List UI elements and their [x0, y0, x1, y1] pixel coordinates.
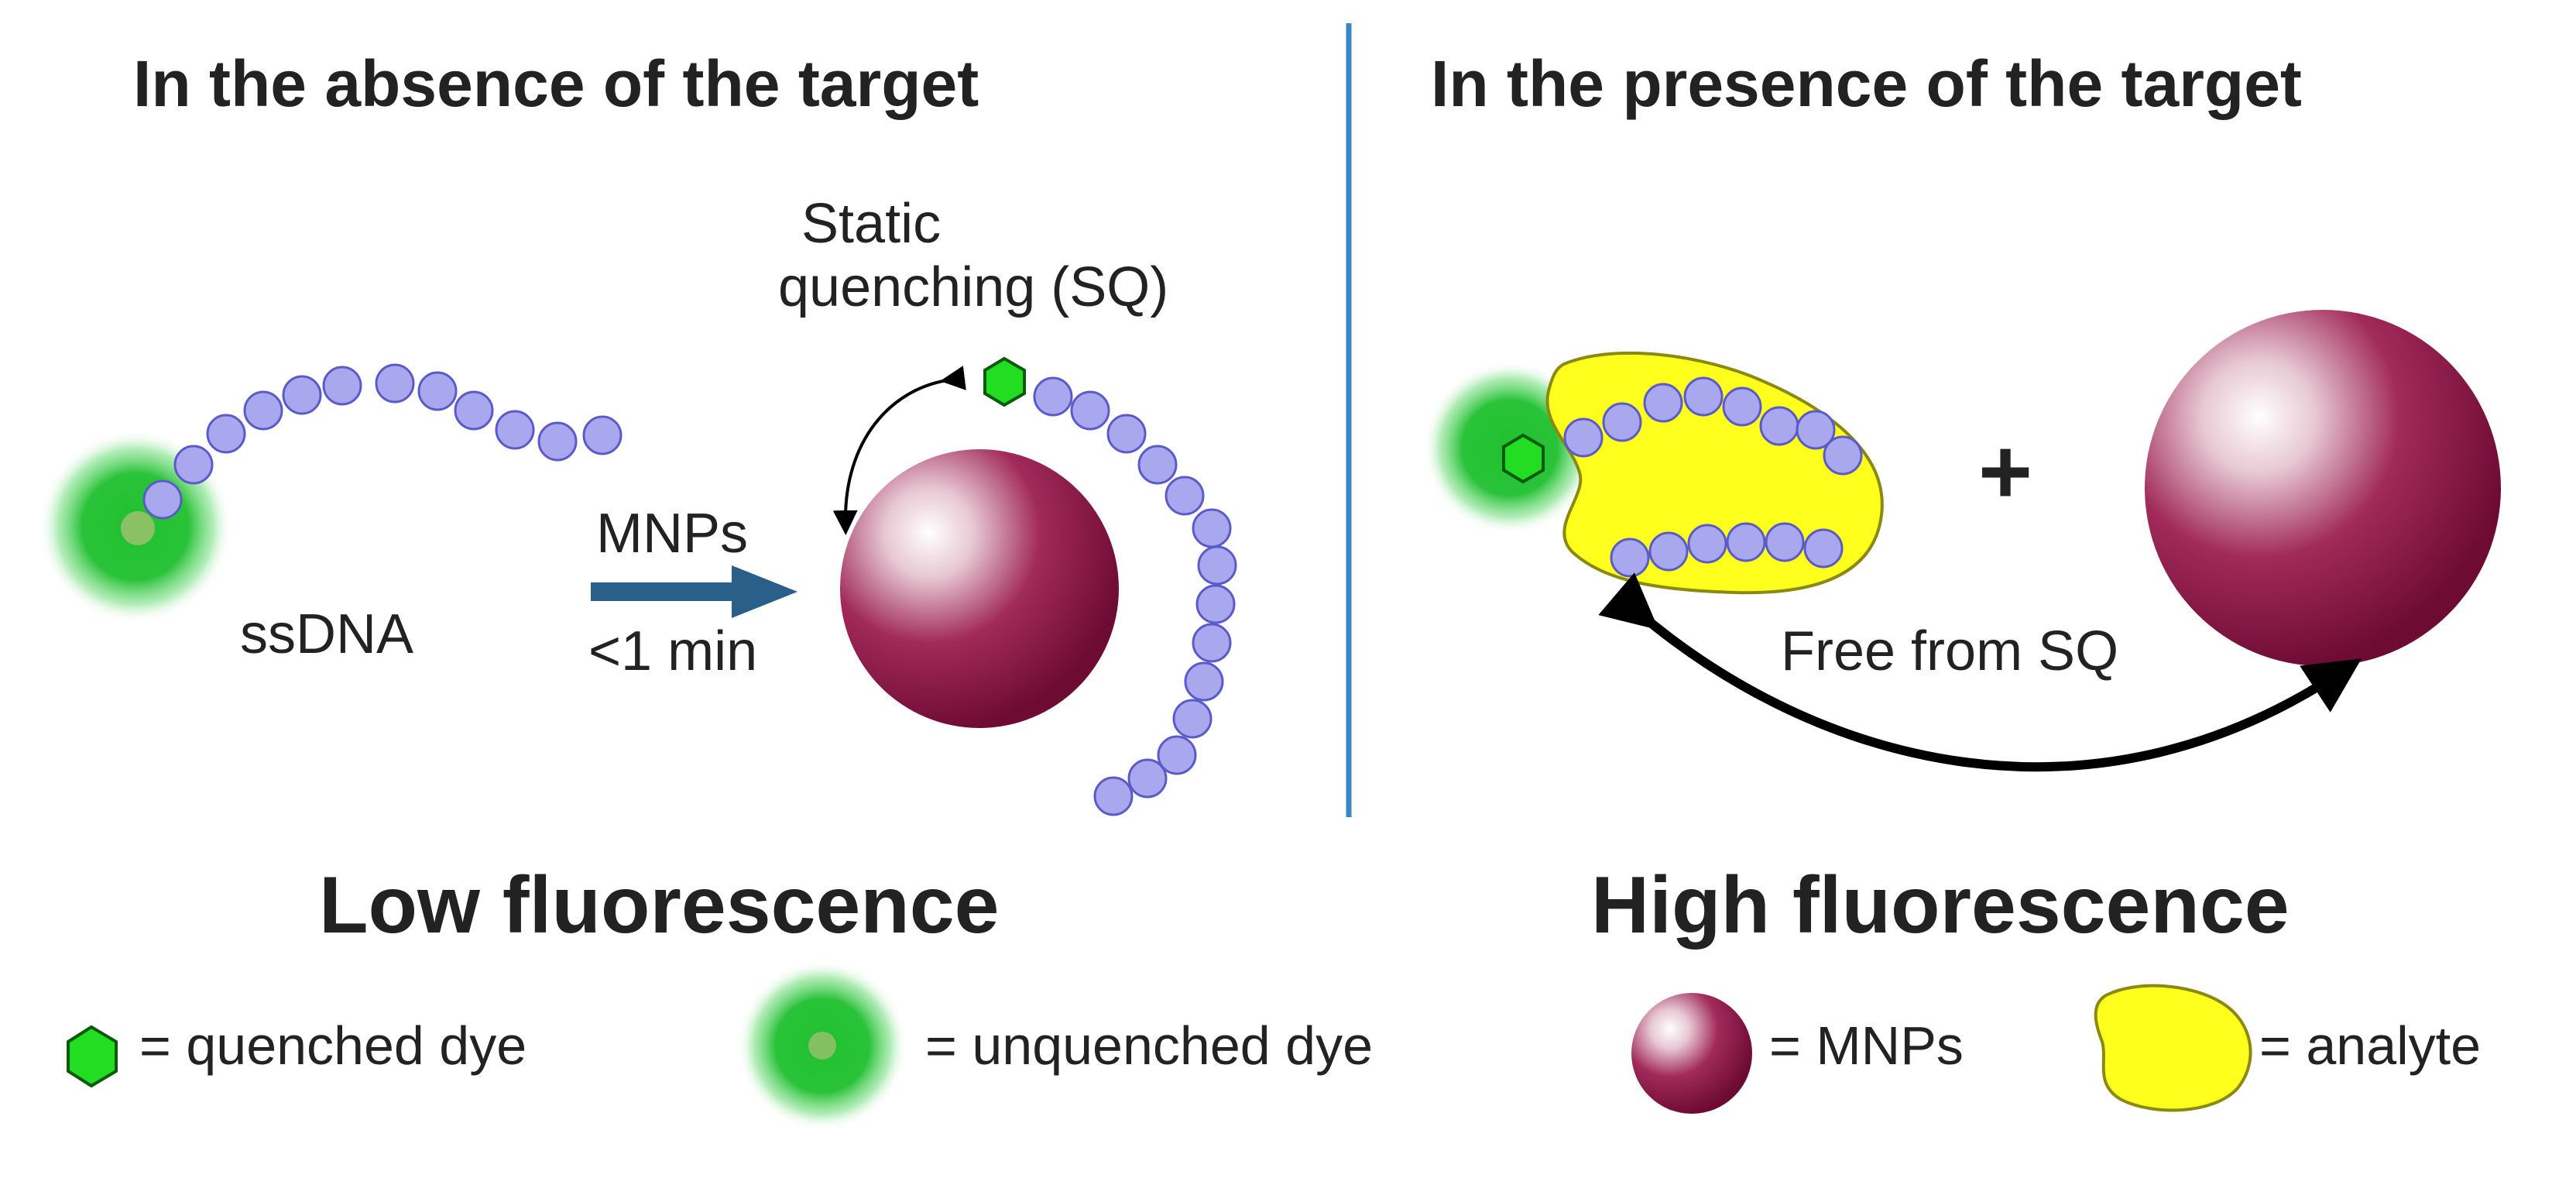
legend-analyte-icon: [2094, 984, 2252, 1112]
legend-quenched-text: = quenched dye: [139, 1015, 527, 1076]
arrow-label-mnps: MNPs: [596, 503, 748, 565]
low-fluorescence-label: Low fluorescence: [319, 860, 1000, 950]
sq-label-line1: Static: [801, 193, 942, 255]
free-from-sq-label: Free from SQ: [1781, 620, 2119, 682]
legend-mnps-text: = MNPs: [1769, 1015, 1964, 1076]
free-from-sq-arrow: [1598, 572, 2362, 772]
bound-ssdna-on-analyte: [1563, 376, 1863, 578]
sq-curved-arrow: [832, 366, 966, 535]
arrow-label-time: <1 min: [588, 620, 758, 682]
legend-dye-core: [808, 1032, 836, 1060]
ssdna-strand: [142, 363, 623, 520]
free-mnp-sphere: [2145, 310, 2501, 666]
legend-quenched-dye-icon: [67, 1025, 118, 1088]
reaction-arrow: [591, 565, 797, 618]
legend-analyte-text: = analyte: [2259, 1015, 2482, 1076]
dye-hexagon-right: [1502, 433, 1545, 484]
quenched-dye-hexagon: [983, 356, 1026, 407]
right-panel-title: In the presence of the target: [1431, 47, 2302, 120]
legend-mnp-icon: [1631, 993, 1752, 1114]
legend-icons: [67, 960, 2252, 1131]
plus-sign: +: [1978, 420, 2032, 524]
high-fluorescence-label: High fluorescence: [1591, 860, 2290, 950]
sq-label-line2: quenching (SQ): [778, 256, 1169, 318]
dye-core: [121, 511, 155, 545]
mnp-sphere: [840, 449, 1119, 728]
left-panel-illustration: [39, 356, 1237, 816]
legend-unquenched-text: = unquenched dye: [925, 1015, 1374, 1076]
bound-ssdna-strand: [1033, 376, 1237, 816]
ssdna-label: ssDNA: [240, 603, 414, 665]
right-panel-illustration: +: [1423, 310, 2501, 772]
left-panel-title: In the absence of the target: [133, 47, 979, 120]
